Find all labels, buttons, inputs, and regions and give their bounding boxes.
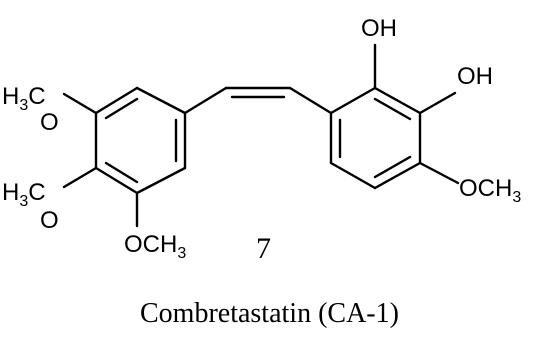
bond xyxy=(288,86,333,115)
right-benzene-ring xyxy=(329,86,422,190)
figure-caption: Combretastatin (CA-1) xyxy=(140,298,399,329)
bond xyxy=(329,161,377,190)
bond xyxy=(329,86,377,115)
bond xyxy=(62,166,98,189)
inner-double-bond xyxy=(104,97,139,120)
bond xyxy=(62,92,98,115)
bond xyxy=(135,166,187,195)
inner-double-bond xyxy=(373,97,412,121)
inner-double-bond xyxy=(104,161,139,184)
bond xyxy=(94,166,139,195)
bond xyxy=(135,86,187,115)
left-benzene-ring xyxy=(94,86,187,195)
compound-number: 7 xyxy=(256,232,271,265)
methoxy-label-right: OCH3 xyxy=(459,175,521,206)
bond xyxy=(373,86,422,115)
oxygen-label-lower: O xyxy=(40,207,59,234)
hydroxyl-label-top: OH xyxy=(361,15,397,42)
bond xyxy=(183,86,228,115)
right-substituent-bonds xyxy=(373,43,460,185)
bond xyxy=(94,86,139,115)
bond xyxy=(418,91,457,115)
methyl-label-upper: H3C xyxy=(2,83,46,114)
methoxy-label-bottom: OCH3 xyxy=(124,231,186,262)
oxygen-label-upper: O xyxy=(40,109,59,136)
bond xyxy=(418,161,460,185)
methyl-label-lower: H3C xyxy=(2,179,46,210)
alkene-bridge xyxy=(183,86,333,115)
inner-double-bond xyxy=(373,155,412,179)
hydroxyl-label-right: OH xyxy=(457,63,493,90)
bond xyxy=(373,161,422,190)
left-substituent-bonds xyxy=(62,92,139,228)
